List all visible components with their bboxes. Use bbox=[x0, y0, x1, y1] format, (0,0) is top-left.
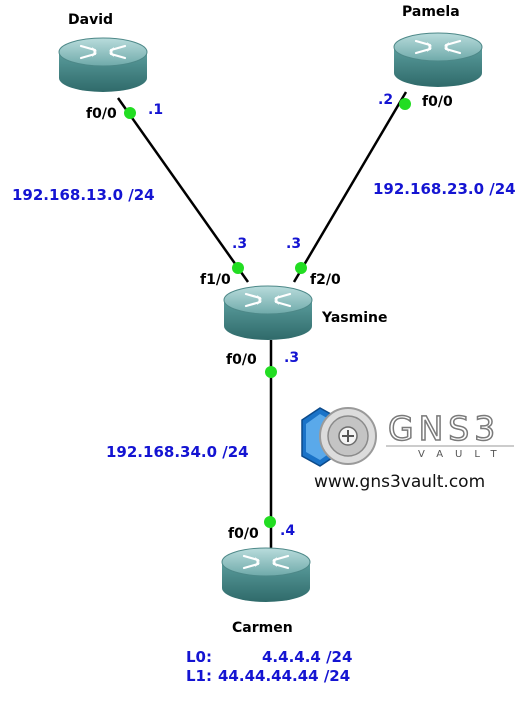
gns3vault-url[interactable]: www.gns3vault.com bbox=[314, 472, 486, 492]
network-label-23: 192.168.23.0 /24 bbox=[373, 180, 516, 198]
iface-label-yasmine-f2-0: f2/0 bbox=[310, 272, 341, 288]
link-pamela-yasmine bbox=[292, 91, 408, 283]
router-name-yasmine: Yasmine bbox=[322, 310, 388, 326]
ip-label-yasmine-f2-0: .3 bbox=[286, 236, 302, 252]
ip-label-yasmine-f1-0: .3 bbox=[232, 236, 248, 252]
ip-label-carmen: .4 bbox=[280, 523, 296, 539]
loopback-l1-ip: 44.44.44.44 /24 bbox=[218, 667, 351, 685]
loopback-l0-name: L0: bbox=[186, 648, 212, 666]
iface-label-carmen: f0/0 bbox=[228, 526, 259, 542]
gns3-vault-logo: GNS3 VAULT bbox=[301, 407, 514, 467]
port-dot-david-f0-0 bbox=[124, 107, 136, 119]
iface-label-yasmine-f1-0: f1/0 bbox=[200, 272, 231, 288]
vault-sub-text: VAULT bbox=[418, 449, 509, 460]
vault-disc-icon bbox=[301, 407, 377, 467]
iface-label-david: f0/0 bbox=[86, 106, 117, 122]
ip-label-yasmine-f0-0: .3 bbox=[284, 350, 300, 366]
network-label-13: 192.168.13.0 /24 bbox=[12, 186, 155, 204]
ip-label-pamela: .2 bbox=[378, 92, 394, 108]
loopback-l0-ip: 4.4.4.4 /24 bbox=[262, 648, 353, 666]
iface-label-pamela: f0/0 bbox=[422, 94, 453, 110]
router-name-david: David bbox=[68, 12, 114, 28]
network-label-34: 192.168.34.0 /24 bbox=[106, 443, 249, 461]
router-david-icon[interactable] bbox=[57, 36, 149, 94]
port-dot-yasmine-f2-0 bbox=[295, 262, 307, 274]
loopback-l1-name: L1: bbox=[186, 667, 212, 685]
port-dot-yasmine-f1-0 bbox=[232, 262, 244, 274]
link-david-yasmine bbox=[116, 97, 250, 283]
router-yasmine-icon[interactable] bbox=[222, 284, 314, 342]
router-pamela-icon[interactable] bbox=[392, 31, 484, 89]
iface-label-yasmine-f0-0: f0/0 bbox=[226, 352, 257, 368]
ip-label-david: .1 bbox=[148, 102, 164, 118]
router-name-pamela: Pamela bbox=[402, 4, 460, 20]
router-carmen-icon[interactable] bbox=[220, 546, 312, 604]
gns3-brand-text: GNS3 bbox=[388, 409, 500, 448]
router-name-carmen: Carmen bbox=[232, 620, 293, 636]
port-dot-yasmine-f0-0 bbox=[265, 366, 277, 378]
port-dot-carmen-f0-0 bbox=[264, 516, 276, 528]
port-dot-pamela-f0-0 bbox=[399, 98, 411, 110]
